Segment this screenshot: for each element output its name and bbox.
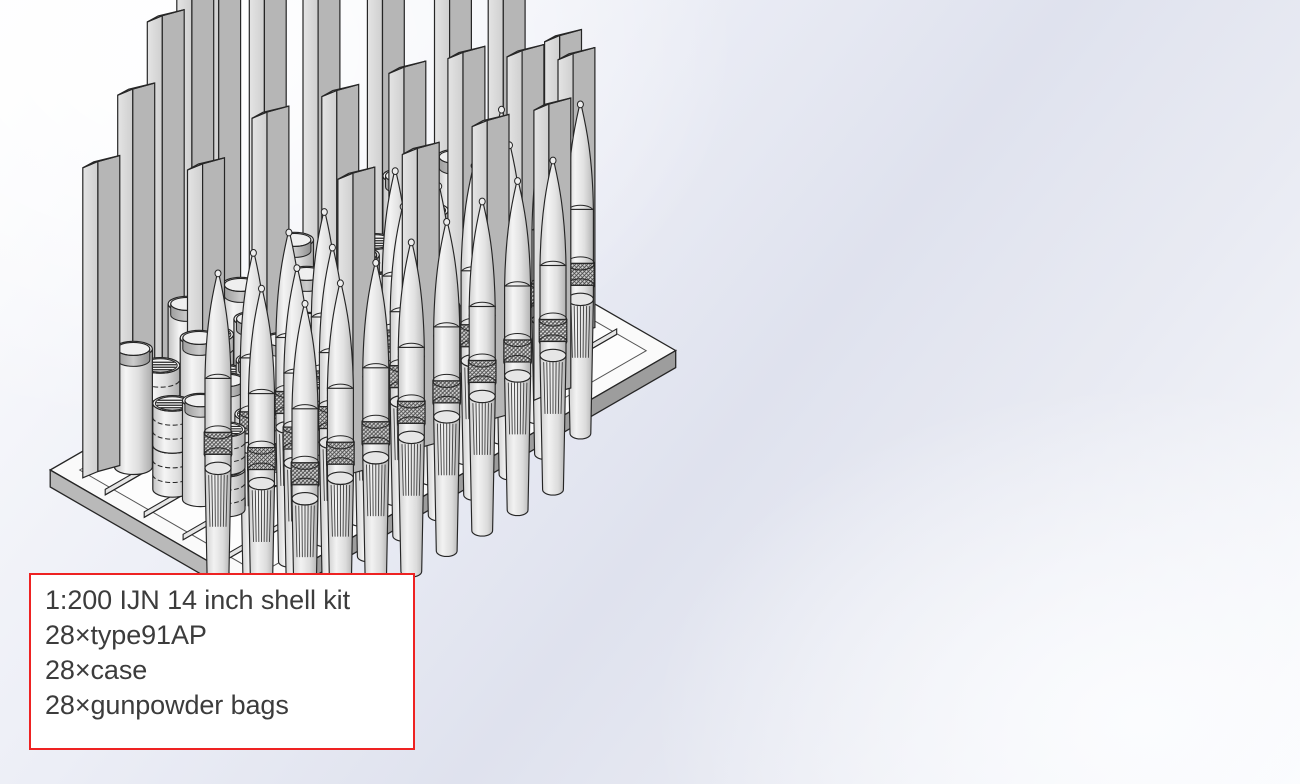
part-type91ap	[566, 100, 595, 440]
part-type91ap	[203, 269, 233, 609]
note-line-gunpowder: 28×gunpowder bags	[45, 690, 289, 720]
part-type91ap	[361, 258, 391, 598]
part-type91ap	[326, 279, 355, 619]
part-type91ap	[503, 177, 532, 517]
part-type91ap	[538, 156, 568, 496]
kit-description-note: 1:200 IJN 14 inch shell kit 28×type91AP …	[29, 573, 415, 750]
support-post	[82, 154, 121, 479]
part-type91ap	[432, 218, 462, 558]
note-line-type91ap: 28×type91AP	[45, 620, 207, 650]
note-line-case: 28×case	[45, 655, 148, 685]
part-type91ap	[396, 238, 426, 578]
part-type91ap	[467, 197, 497, 537]
note-line-title: 1:200 IJN 14 inch shell kit	[45, 585, 350, 615]
isometric-model	[48, 0, 678, 639]
